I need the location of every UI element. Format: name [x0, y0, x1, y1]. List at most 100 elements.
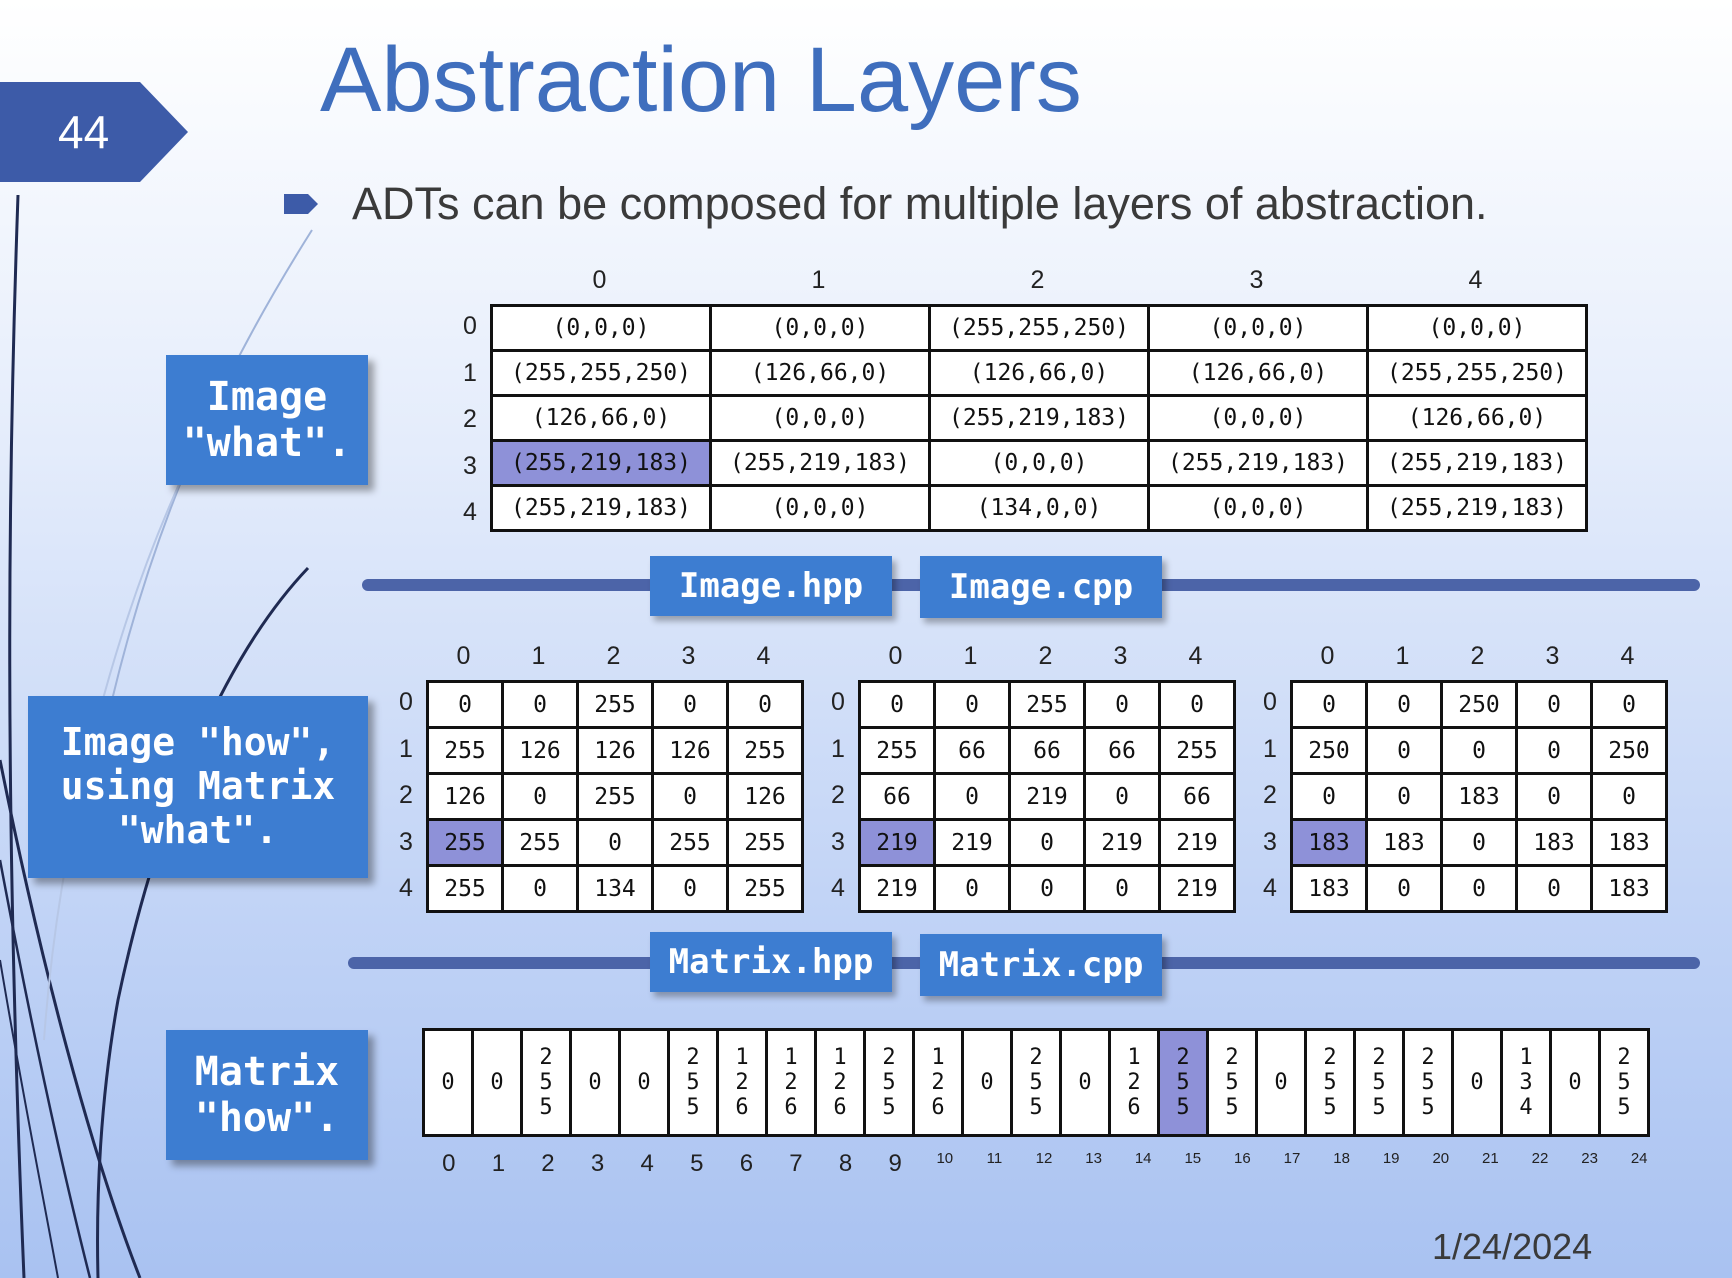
- flat-array-index: 4: [640, 1150, 654, 1177]
- image-row: (255,219,183)(255,219,183)(0,0,0)(255,21…: [490, 439, 1588, 487]
- matrix-1-cell: 66: [858, 772, 936, 821]
- flat-array-index: 1: [491, 1150, 506, 1177]
- flat-array-value: 126: [784, 1044, 798, 1121]
- matrix-0-cell: 255: [651, 818, 729, 867]
- matrix-2-cell: 0: [1440, 864, 1518, 913]
- matrix-1-cell: 0: [1083, 680, 1161, 729]
- matrix-0-cell: 126: [726, 772, 804, 821]
- flat-array-value: 134: [1519, 1044, 1533, 1121]
- matrix-0-cell: 255: [501, 818, 579, 867]
- flat-array-index: 8: [838, 1150, 853, 1177]
- flat-array-value: 255: [1372, 1044, 1386, 1121]
- matrix-2-cell: 0: [1290, 680, 1368, 729]
- flat-array-value: 255: [1225, 1044, 1239, 1121]
- matrix-1-cell: 66: [1158, 772, 1236, 821]
- image-col-header: 2: [1030, 266, 1045, 294]
- flat-array-cell: 255: [1206, 1028, 1258, 1137]
- flat-array-cell: 126: [765, 1028, 817, 1137]
- file-matrix-hpp: Matrix.hpp: [650, 932, 892, 992]
- image-cell: (134,0,0): [928, 484, 1150, 532]
- matrix-0-cell: 0: [651, 864, 729, 913]
- matrix-1-col-header: 1: [963, 642, 978, 670]
- bullet-arrow-icon: [284, 194, 318, 214]
- matrix-1-cell: 0: [858, 680, 936, 729]
- image-cell: (0,0,0): [709, 484, 931, 532]
- flat-array-index: 3: [590, 1150, 605, 1177]
- flat-array-cell: 0: [422, 1028, 474, 1137]
- image-cell: (0,0,0): [490, 304, 712, 352]
- image-cell: (255,255,250): [490, 349, 712, 397]
- flat-array-cell: 255: [1010, 1028, 1062, 1137]
- matrix-0-cell: 255: [426, 726, 504, 775]
- flat-array-value: 255: [1176, 1044, 1190, 1121]
- matrix-2-col-header: 2: [1470, 642, 1485, 670]
- matrix-0-col-header: 0: [456, 642, 471, 670]
- matrix-0-cell: 0: [501, 772, 579, 821]
- flat-array-value: 0: [1078, 1069, 1092, 1095]
- matrix-1-cell: 219: [1158, 818, 1236, 867]
- flat-array-cell: 255: [1598, 1028, 1650, 1137]
- matrix-2-col-header: 4: [1620, 642, 1635, 670]
- label-image-how: Image "how", using Matrix "what".: [28, 696, 368, 878]
- image-row-header: 4: [463, 498, 477, 526]
- matrix-2-cell: 0: [1515, 680, 1593, 729]
- flat-array-index: 0: [442, 1150, 456, 1177]
- matrix-2-cell: 0: [1365, 772, 1443, 821]
- flat-array-cell: 255: [667, 1028, 719, 1137]
- matrix-0-cell: 255: [576, 680, 654, 729]
- image-cell: (126,66,0): [709, 349, 931, 397]
- matrix-2-cell: 0: [1365, 726, 1443, 775]
- flat-array-index: 2: [541, 1150, 555, 1177]
- file-image-hpp: Image.hpp: [650, 556, 892, 616]
- image-cell: (255,219,183): [928, 394, 1150, 442]
- image-cell: (0,0,0): [709, 394, 931, 442]
- matrix-1-cell: 0: [1158, 680, 1236, 729]
- matrix-0-col-header: 4: [756, 642, 771, 670]
- flat-array-cell: 126: [814, 1028, 866, 1137]
- file-matrix-cpp: Matrix.cpp: [920, 934, 1162, 996]
- matrix-0-cell: 255: [726, 726, 804, 775]
- slide-title: Abstraction Layers: [320, 29, 1082, 131]
- matrix-1-row-header: 2: [831, 781, 845, 809]
- matrix-1-cell: 0: [1008, 818, 1086, 867]
- matrix-0-cell: 126: [576, 726, 654, 775]
- flat-array-index: 13: [1085, 1150, 1102, 1167]
- slide-date: 1/24/2024: [1432, 1226, 1593, 1267]
- matrix-2-cell: 183: [1365, 818, 1443, 867]
- matrix-1-cell: 66: [1083, 726, 1161, 775]
- matrix-1-row-header: 4: [831, 874, 845, 902]
- matrix-1-cell: 66: [933, 726, 1011, 775]
- matrix-2-cell: 183: [1590, 864, 1668, 913]
- flat-array-index: 14: [1134, 1150, 1152, 1167]
- matrix-2-row-header: 3: [1263, 827, 1277, 856]
- flat-array-value: 255: [1029, 1044, 1043, 1121]
- image-col-header: 0: [592, 266, 607, 294]
- flat-array-index: 5: [690, 1150, 704, 1177]
- bullet-text: ADTs can be composed for multiple layers…: [352, 178, 1488, 229]
- matrix-0-cell: 0: [651, 772, 729, 821]
- matrix-1-cell: 255: [1158, 726, 1236, 775]
- matrix-2-cell: 183: [1290, 818, 1368, 867]
- image-cell: (255,255,250): [928, 304, 1150, 352]
- flat-array-index: 19: [1382, 1150, 1400, 1167]
- matrix-1-cell: 0: [1008, 864, 1086, 913]
- image-cell: (255,219,183): [1147, 439, 1369, 487]
- matrix-1-col-header: 4: [1188, 642, 1203, 670]
- flat-array-value: 255: [1421, 1044, 1435, 1121]
- image-col-header: 3: [1249, 266, 1264, 294]
- matrix-1-cell: 219: [858, 864, 936, 913]
- matrix-0-cell: 255: [426, 818, 504, 867]
- flat-array-index: 21: [1482, 1150, 1499, 1167]
- matrix-1-row-header: 0: [831, 688, 845, 716]
- matrix-2-cell: 183: [1515, 818, 1593, 867]
- flat-array-value: 126: [833, 1044, 847, 1121]
